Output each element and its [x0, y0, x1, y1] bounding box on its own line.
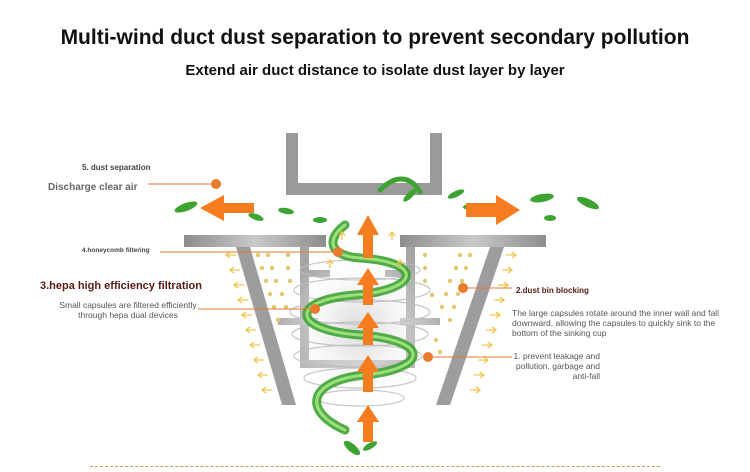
leaves — [174, 188, 600, 456]
arrow-out-left — [200, 195, 254, 221]
right-plate — [400, 235, 546, 247]
label-discharge-air: Discharge clear air — [48, 182, 138, 193]
small-arrows — [224, 230, 518, 394]
page-title: Multi-wind duct dust separation to preve… — [60, 26, 690, 49]
arrow-up-1 — [357, 215, 379, 258]
label-prevent-leakage: 1. prevent leakage and pollution, garbag… — [513, 351, 600, 381]
outer-wall-left — [236, 247, 296, 405]
airflow-arrows — [200, 195, 520, 442]
outer-wall-right — [436, 247, 504, 405]
arrow-up-5 — [357, 405, 379, 442]
green-spiral — [302, 176, 423, 435]
exhaust-cap — [286, 133, 442, 195]
page-subtitle: Extend air duct distance to isolate dust… — [185, 62, 565, 79]
arrow-up-2 — [357, 268, 379, 305]
bottom-divider — [90, 466, 660, 467]
label-dust-bin: 2.dust bin blocking — [516, 286, 589, 295]
leader-dots — [211, 179, 468, 362]
label-dust-bin-desc: The large capsules rotate around the inn… — [512, 308, 719, 338]
arrow-up-4 — [357, 355, 379, 392]
label-hepa-title: 3.hepa high efficiency filtration — [40, 280, 202, 292]
arrow-up-3 — [357, 312, 379, 345]
arrow-out-right — [466, 195, 520, 225]
left-plate — [184, 235, 326, 247]
label-dust-separation: 5. dust separation — [82, 163, 151, 172]
label-honeycomb: 4.honeycomb filtering — [82, 247, 150, 254]
label-hepa-desc: Small capsules are filtered efficiently … — [59, 300, 197, 320]
leader-lines — [148, 183, 512, 358]
